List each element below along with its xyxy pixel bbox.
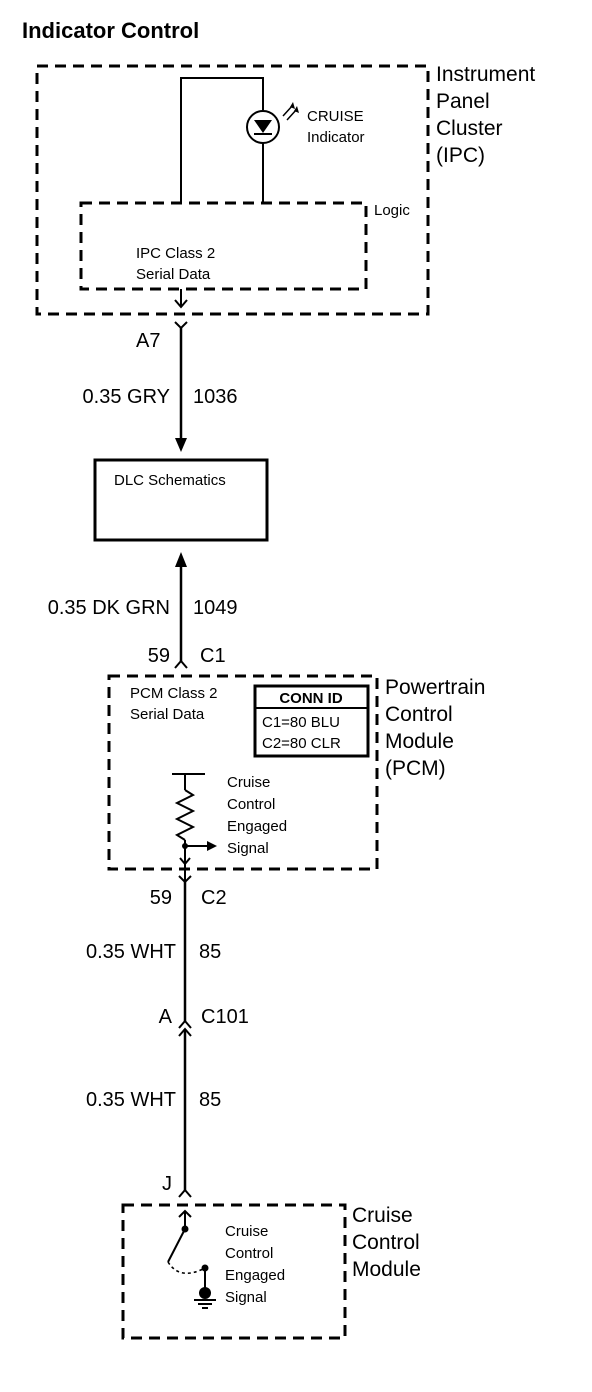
ccm-name-line-3: Module: [352, 1258, 421, 1281]
pcm-signal-line-4: Signal: [227, 840, 269, 857]
ipc-name-line-1: Instrument: [436, 63, 535, 86]
c101-pin-label: A: [159, 1006, 173, 1028]
c1-pin-label: 59: [148, 645, 170, 667]
c2-connector-label: C2: [201, 887, 227, 909]
conn-id-row-1: C1=80 BLU: [262, 714, 340, 731]
ccm-boundary: [121, 1203, 347, 1340]
c101-connector-label: C101: [201, 1006, 249, 1028]
pcm-name-line-4: (PCM): [385, 757, 446, 780]
wire-1036-arrow: [175, 438, 187, 452]
pcm-boundary: [107, 674, 379, 871]
c1-connector-label: C1: [200, 645, 226, 667]
ipc-name-line-3: Cluster: [436, 117, 503, 140]
dlc-label: DLC Schematics: [114, 472, 226, 489]
pcm-serial-line-1: PCM Class 2: [130, 685, 218, 702]
led-icon: [246, 102, 299, 144]
wire-1049-arrow: [175, 552, 187, 567]
wire-85-upper-gauge-color: 0.35 WHT: [86, 941, 176, 963]
ccm-name-line-1: Cruise: [352, 1204, 413, 1227]
pcm-module: Powertrain Control Module (PCM) PCM Clas…: [107, 674, 485, 882]
ipc-stub-arrow: [174, 299, 188, 309]
pcm-name-line-2: Control: [385, 703, 453, 726]
wire-85-upper: 59 C2 0.35 WHT 85: [86, 875, 227, 1021]
resistor-icon: [174, 789, 196, 841]
conn-id-row-2: C2=80 CLR: [262, 735, 341, 752]
wire-1036-circuit: 1036: [193, 386, 238, 408]
wire-1036: A7 0.35 GRY 1036: [83, 289, 238, 452]
ccm-signal-line-3: Engaged: [225, 1267, 285, 1284]
wire-85-lower-circuit: 85: [199, 1089, 221, 1111]
wire-1049-circuit: 1049: [193, 597, 238, 619]
conn-id-box: CONN ID C1=80 BLU C2=80 CLR: [253, 684, 370, 758]
ipc-indicator-wire-left: [180, 77, 264, 203]
ipc-module: Instrument Panel Cluster (IPC) Logic IPC…: [35, 63, 535, 316]
pcm-name-line-1: Powertrain: [385, 676, 485, 699]
wire-85-upper-circuit: 85: [199, 941, 221, 963]
indicator-label-line-1: CRUISE: [307, 108, 364, 125]
a7-connector-symbol: [174, 321, 188, 330]
ipc-logic-label: Logic: [374, 202, 410, 219]
ccm-signal-line-4: Signal: [225, 1289, 267, 1306]
ccm-module: Cruise Control Module Cruise Control Eng…: [121, 1203, 421, 1340]
pcm-stub-arrow: [179, 857, 191, 866]
ipc-serial-line-2: Serial Data: [136, 266, 211, 283]
j-pin-label: J: [162, 1173, 172, 1195]
ipc-serial-line-1: IPC Class 2: [136, 245, 215, 262]
a7-pin-label: A7: [136, 330, 160, 352]
pcm-serial-line-2: Serial Data: [130, 706, 205, 723]
ccm-name-line-2: Control: [352, 1231, 420, 1254]
ipc-name-line-2: Panel: [436, 90, 490, 113]
signal-arrow-icon: [207, 841, 217, 851]
switch-actuator-link: [167, 1261, 206, 1275]
pcm-signal-line-3: Engaged: [227, 818, 287, 835]
pcm-name-line-3: Module: [385, 730, 454, 753]
c101-connector: A C101: [159, 1006, 249, 1037]
ipc-boundary: [35, 64, 430, 316]
wire-85-lower: 0.35 WHT 85 J: [86, 1029, 221, 1198]
diagram-title: Indicator Control: [22, 18, 199, 43]
pcm-signal-line-1: Cruise: [227, 774, 270, 791]
indicator-label-line-2: Indicator: [307, 129, 365, 146]
ipc-name-line-4: (IPC): [436, 144, 485, 167]
pcm-signal-line-2: Control: [227, 796, 275, 813]
ground-icon: [194, 1287, 216, 1309]
c1-connector-symbol: [174, 659, 188, 669]
ipc-logic-boundary: [79, 201, 368, 291]
wire-1049-gauge-color: 0.35 DK GRN: [48, 597, 170, 619]
ccm-signal-line-2: Control: [225, 1245, 273, 1262]
c2-pin-label: 59: [150, 887, 172, 909]
dlc-boundary: [93, 458, 269, 542]
j-connector-symbol: [178, 1188, 192, 1198]
dlc-box: DLC Schematics: [93, 458, 269, 542]
wire-1036-gauge-color: 0.35 GRY: [83, 386, 170, 408]
conn-id-header: CONN ID: [279, 690, 343, 707]
switch-blade-icon: [167, 1228, 186, 1263]
wire-1049: 0.35 DK GRN 1049 59 C1: [48, 552, 238, 669]
c101-female-symbol: [178, 1019, 192, 1029]
ccm-signal-line-1: Cruise: [225, 1223, 268, 1240]
wire-85-lower-gauge-color: 0.35 WHT: [86, 1089, 176, 1111]
